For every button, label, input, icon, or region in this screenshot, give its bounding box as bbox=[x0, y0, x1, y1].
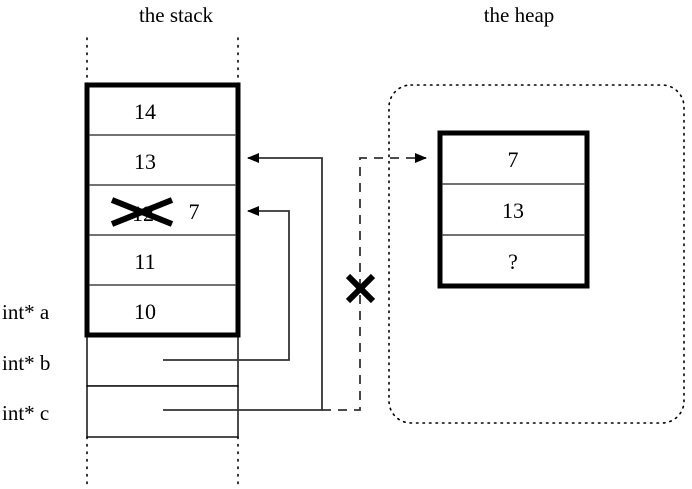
heap-region-boundary bbox=[388, 84, 685, 424]
heap-cell-value-0: 7 bbox=[508, 147, 519, 172]
stack-cell-value-2: 7 bbox=[189, 199, 200, 224]
pointer-c-to-stack-arrow bbox=[163, 153, 323, 411]
heap-title: the heap bbox=[484, 3, 555, 27]
variable-label-c: int* c bbox=[2, 401, 49, 425]
strike-stroke-b-icon bbox=[110, 197, 174, 227]
stack-cell-value-1: 13 bbox=[134, 149, 156, 174]
stack-cell-value-4: 10 bbox=[134, 299, 156, 324]
variable-label-a: int* a bbox=[2, 300, 50, 324]
heap-block bbox=[437, 130, 590, 289]
heap-cell-value-1: 13 bbox=[502, 198, 524, 223]
stack-title: the stack bbox=[139, 3, 214, 27]
stack-cell-value-0: 14 bbox=[134, 99, 156, 124]
variable-label-b: int* b bbox=[2, 351, 50, 375]
stack-cell-value-3: 11 bbox=[134, 249, 155, 274]
pointer-stale-to-heap-arrow bbox=[322, 153, 427, 411]
stack-var-cell-c bbox=[86, 385, 239, 438]
invalid-pointer-x-stroke-b-icon bbox=[345, 273, 376, 304]
pointer-b-to-stack-arrow bbox=[163, 206, 290, 361]
heap-cell-value-2: ? bbox=[508, 249, 518, 274]
stack-frame-box bbox=[84, 82, 241, 338]
